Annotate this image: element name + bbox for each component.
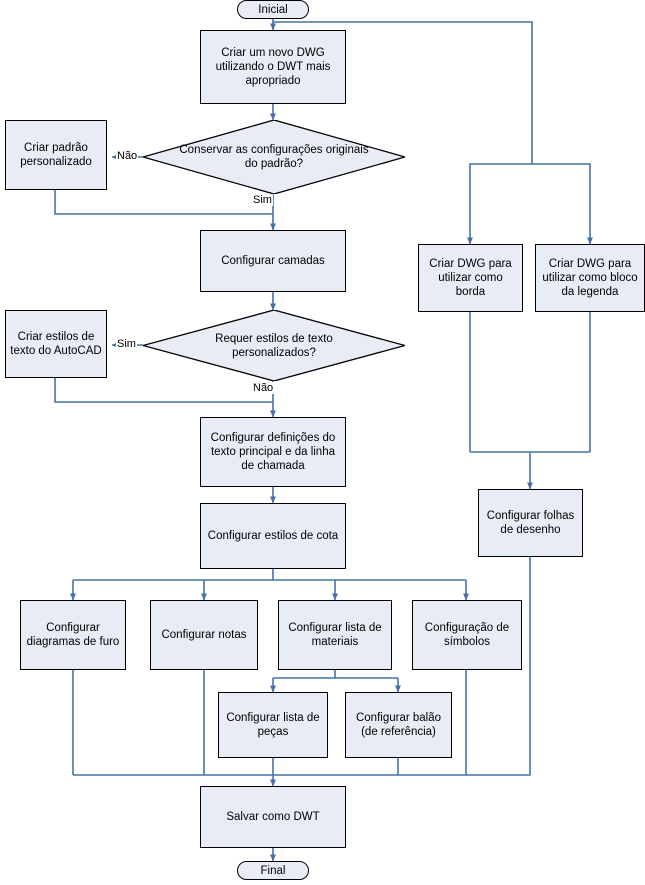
node-config-bom[interactable]: Configurar lista de materiais: [278, 600, 392, 670]
node-config-balloon[interactable]: Configurar balão (de referência): [345, 692, 452, 758]
node-config-hole-charts-label: Configurar diagramas de furo: [26, 622, 120, 648]
node-config-symbols-label: Configuração de símbolos: [424, 622, 510, 648]
node-create-dwg-title-block[interactable]: Criar DWG para utilizar como bloco da le…: [535, 244, 645, 312]
node-end-label: Final: [260, 864, 286, 877]
node-config-sheets[interactable]: Configurar folhas de desenho: [478, 489, 583, 557]
node-create-dwg-label: Criar um novo DWG utilizando o DWT mais …: [215, 47, 331, 87]
node-create-custom-standard-label: Criar padrão personalizado: [20, 142, 92, 168]
node-decision-keep-defaults-label: Conservar as configurações originais do …: [179, 144, 369, 170]
node-config-main-text-label: Configurar definições do texto principal…: [210, 432, 336, 472]
edge-custom-standard-return: [54, 190, 273, 215]
node-config-main-text[interactable]: Configurar definições do texto principal…: [200, 417, 346, 487]
node-config-bom-label: Configurar lista de materiais: [288, 622, 382, 648]
node-start-label: Inicial: [258, 3, 288, 16]
node-decision-keep-defaults[interactable]: Conservar as configurações originais do …: [143, 120, 405, 194]
node-create-text-styles[interactable]: Criar estilos de texto do AutoCAD: [5, 310, 107, 378]
edge-text-styles-return: [54, 378, 273, 403]
node-create-dwg-title-block-label: Criar DWG para utilizar como bloco da le…: [542, 258, 638, 298]
node-config-symbols[interactable]: Configuração de símbolos: [412, 600, 522, 670]
edge-right-to-title-block: [532, 163, 593, 245]
node-config-notes-label: Configurar notas: [161, 629, 247, 641]
edge-label-text-styles-no: Não: [252, 382, 275, 394]
node-config-balloon-label: Configurar balão (de referência): [355, 712, 442, 738]
edge-sheets-to-merge-bus: [466, 557, 531, 776]
edge-label-keep-defaults-yes: Sim: [252, 194, 273, 206]
node-config-sheets-label: Configurar folhas de desenho: [486, 510, 575, 536]
node-create-dwg[interactable]: Criar um novo DWG utilizando o DWT mais …: [200, 30, 346, 104]
node-save-as-dwt-label: Salvar como DWT: [226, 811, 320, 823]
node-create-dwg-border-label: Criar DWG para utilizar como borda: [429, 258, 512, 298]
edge-label-text-styles-yes: Sim: [116, 338, 137, 350]
decision-diamond-shape: [143, 120, 405, 194]
node-config-layers-label: Configurar camadas: [221, 255, 325, 267]
node-start[interactable]: Inicial: [237, 0, 309, 19]
node-config-parts-list[interactable]: Configurar lista de peças: [218, 692, 328, 758]
node-create-dwg-border[interactable]: Criar DWG para utilizar como borda: [418, 244, 523, 312]
node-create-text-styles-label: Criar estilos de texto do AutoCAD: [10, 331, 102, 357]
node-create-custom-standard[interactable]: Criar padrão personalizado: [5, 120, 107, 190]
node-config-parts-list-label: Configurar lista de peças: [226, 712, 320, 738]
node-config-dim-styles[interactable]: Configurar estilos de cota: [200, 503, 346, 569]
node-config-layers[interactable]: Configurar camadas: [200, 230, 346, 292]
node-end[interactable]: Final: [237, 861, 309, 880]
node-config-hole-charts[interactable]: Configurar diagramas de furo: [20, 600, 126, 670]
edge-right-to-border: [467, 163, 532, 245]
edge-label-keep-defaults-no: Não: [116, 150, 139, 162]
node-config-dim-styles-label: Configurar estilos de cota: [207, 530, 339, 542]
node-decision-text-styles-label: Requer estilos de texto personalizados?: [215, 332, 333, 359]
node-config-notes[interactable]: Configurar notas: [150, 600, 258, 670]
node-decision-text-styles[interactable]: Requer estilos de texto personalizados?: [143, 310, 405, 381]
edge-trunk-to-right-branch: [273, 21, 533, 164]
node-save-as-dwt[interactable]: Salvar como DWT: [200, 786, 346, 848]
decision-diamond-shape: [143, 310, 405, 381]
